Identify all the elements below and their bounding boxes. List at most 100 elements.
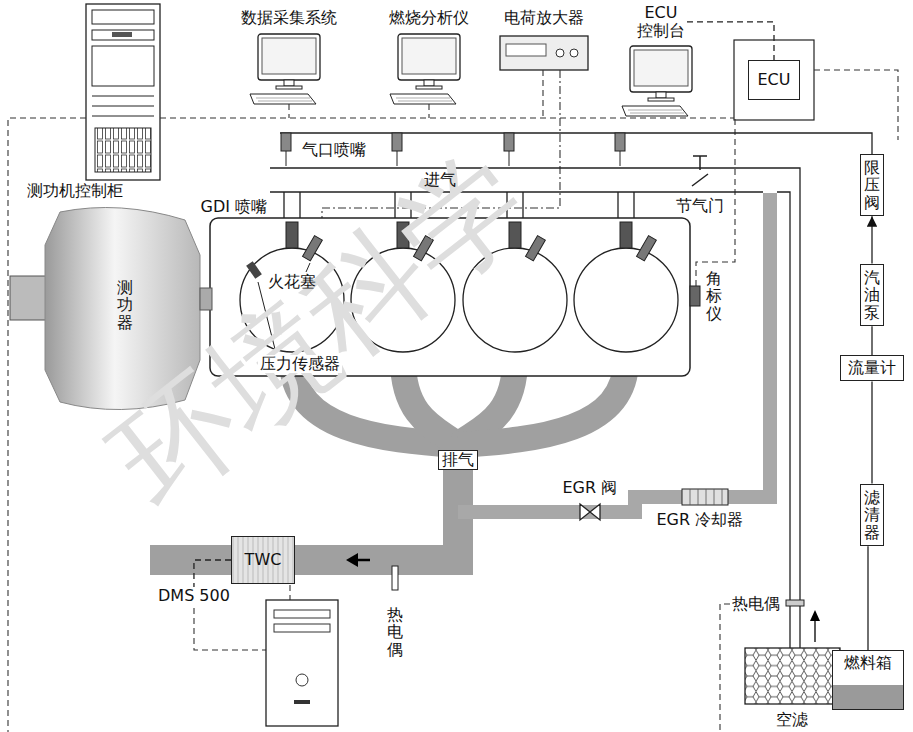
throttle-valve <box>692 156 708 186</box>
fuel-rail <box>280 133 872 154</box>
node-text: 燃烧分析仪 <box>389 9 469 27</box>
part-label: GDI 喷嘴 <box>201 198 268 216</box>
node-text: 限压阀 <box>864 159 880 212</box>
dynamometer <box>10 208 212 410</box>
part-label: 火花塞 <box>268 273 316 291</box>
dynamometer-label: 测功器 <box>117 279 133 332</box>
node-text: 数据采集系统 <box>241 9 337 27</box>
node-text: 滤清器 <box>864 489 880 542</box>
node-text: 电荷放大器 <box>504 9 584 27</box>
part-label: 排气 <box>438 450 478 470</box>
charge-amplifier <box>570 49 578 57</box>
engine-block <box>210 218 690 376</box>
dynamometer-cabinet <box>92 10 154 24</box>
egr-valve <box>580 504 600 520</box>
node-text: DMS 500 <box>158 587 230 605</box>
air-filter-label: 空滤 <box>776 711 808 729</box>
particle-analyzer <box>274 610 330 618</box>
port-injector <box>504 133 514 151</box>
computer-icon <box>622 46 692 116</box>
particle-analyzer <box>296 674 308 686</box>
node-text: TWC <box>245 551 282 569</box>
amplifier-label: 电荷放大器 <box>504 9 584 27</box>
particle-analyzer <box>266 600 338 726</box>
node-text: ECU <box>758 71 791 89</box>
spark-plug <box>303 236 323 261</box>
egr-valve <box>580 504 600 520</box>
particle-analyzer <box>266 600 338 726</box>
intake-pipe <box>270 168 800 648</box>
node-text: 燃料箱 <box>844 654 892 672</box>
spark-plug <box>637 236 657 261</box>
exhaust-pipe <box>150 440 458 560</box>
exhaust-pipe <box>150 360 626 560</box>
pressure-sensor <box>246 261 262 279</box>
spark-plug <box>303 236 657 261</box>
intake-pipe <box>284 192 634 218</box>
signal-wire <box>289 70 543 118</box>
part-label: EGR 阀 <box>563 479 618 497</box>
flowmeter-box: 流量计 <box>840 355 904 381</box>
computer-icon <box>250 34 320 104</box>
connector <box>871 381 872 483</box>
dynamometer-cabinet <box>92 30 154 40</box>
cylinder <box>351 248 455 352</box>
charge-amplifier <box>500 36 588 70</box>
node-text: 测功机控制柜 <box>27 182 123 200</box>
flow-arrow <box>346 553 820 642</box>
thermocouple-probe <box>392 566 398 590</box>
intake-pipe <box>270 192 790 648</box>
dynamometer-cabinet <box>86 4 160 180</box>
signal-wire <box>289 585 290 600</box>
port-injector <box>281 133 625 166</box>
signal-wire <box>720 604 730 732</box>
signal-wire <box>160 117 734 118</box>
intake-pipe <box>270 168 800 648</box>
part-label: 节气门 <box>676 197 724 215</box>
charge-amplifier <box>556 49 564 57</box>
part-label: 热电偶 <box>387 606 403 659</box>
cylinder <box>240 248 344 352</box>
connector <box>871 326 872 355</box>
dynamometer <box>45 208 200 410</box>
gdi-injector <box>286 222 632 248</box>
dynamometer-cabinet <box>92 46 154 86</box>
flow-arrow <box>810 610 820 621</box>
flow-arrow <box>356 559 370 562</box>
ecu-box: ECU <box>748 60 800 100</box>
flow-arrow <box>814 620 815 642</box>
particle-analyzer <box>274 624 330 632</box>
computer-icon <box>250 34 692 116</box>
node-text: 测功器 <box>117 279 133 332</box>
part-label: EGR 冷却器 <box>657 511 744 529</box>
port-injector <box>615 133 625 151</box>
signal-wire <box>194 608 266 650</box>
part-label: 角标仪 <box>706 270 722 323</box>
part-label: 进气 <box>424 171 456 189</box>
gdi-injector <box>286 222 298 248</box>
part-label: 热电偶 <box>732 595 780 613</box>
part-label: 气口喷嘴 <box>302 141 366 159</box>
dynamometer-cabinet <box>112 32 132 37</box>
egr-cooler <box>690 489 722 505</box>
catalyst-box: TWC <box>231 536 295 584</box>
cylinder <box>240 248 678 352</box>
fuel-tank: 燃料箱 <box>832 650 904 710</box>
gdi-injector <box>509 222 521 248</box>
thermocouple-probe <box>786 600 804 606</box>
gdi-injector <box>397 222 409 248</box>
connector <box>687 22 774 60</box>
connector <box>871 216 872 263</box>
dynamometer-cabinet <box>92 96 154 116</box>
analyzer-label: DMS 500 <box>158 587 230 605</box>
throttle-valve <box>692 156 708 186</box>
flow-arrow <box>346 553 358 567</box>
dynamometer-cabinet <box>86 4 160 180</box>
fuel-filter-box: 滤清器 <box>860 484 884 547</box>
computer-icon <box>390 34 460 104</box>
node-text: 流量计 <box>848 359 896 377</box>
ecu-frame <box>734 40 814 120</box>
